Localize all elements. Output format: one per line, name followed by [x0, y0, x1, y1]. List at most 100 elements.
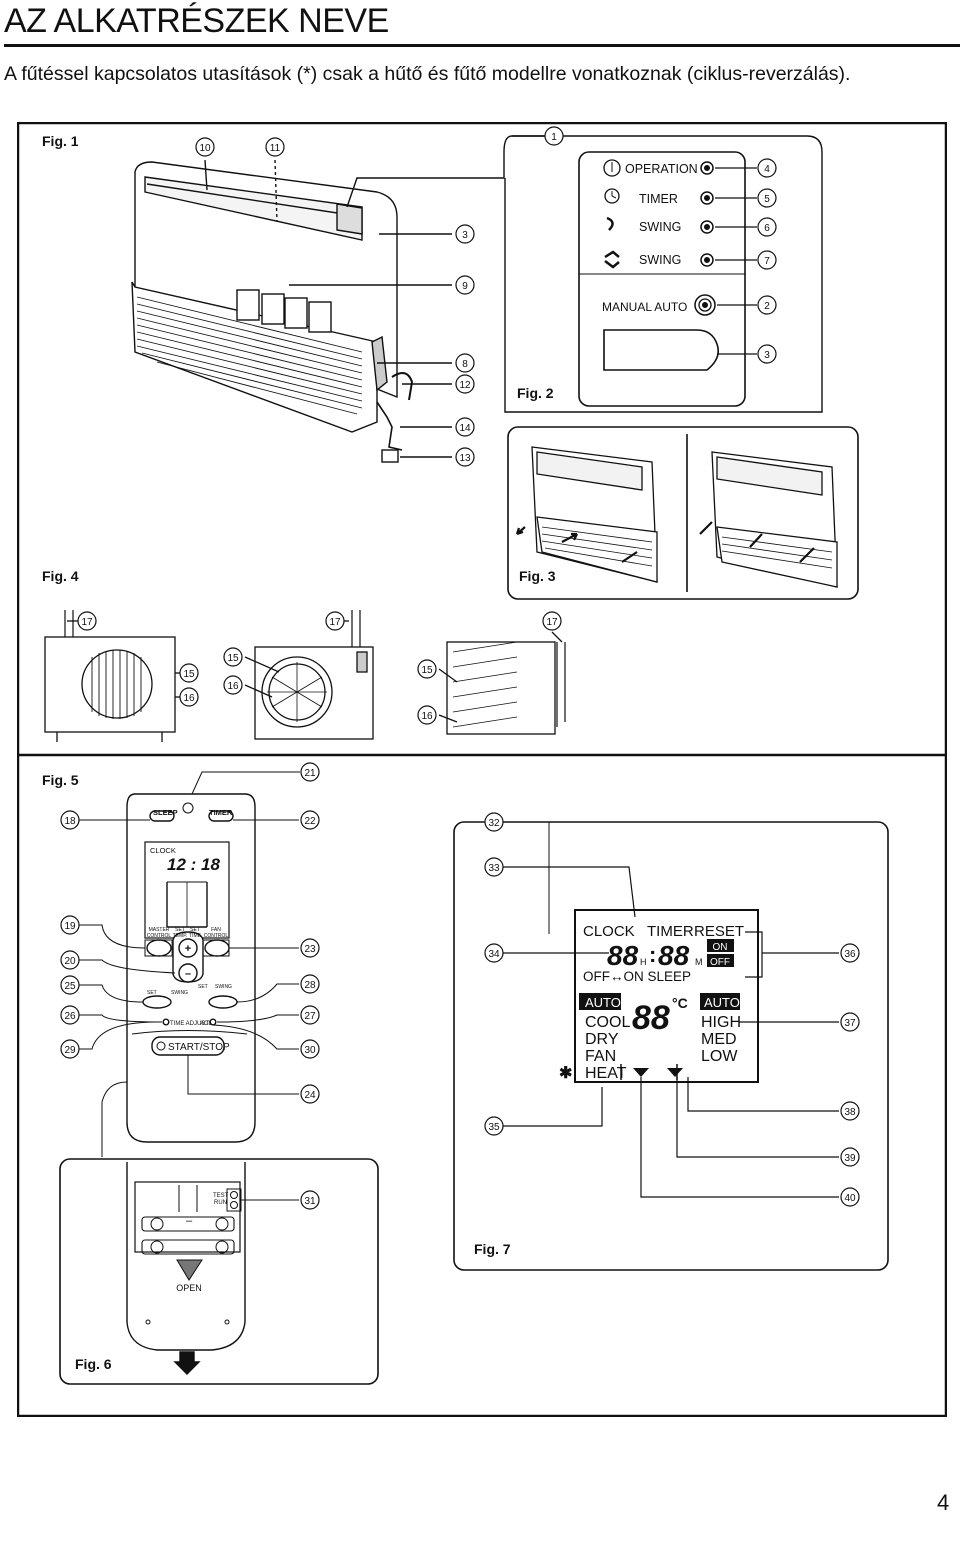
lcd-mode-dry: DRY: [585, 1031, 619, 1048]
callout-16b: 16: [227, 681, 239, 692]
lcd-mode-fan: FAN: [585, 1048, 616, 1065]
callout-16c: 16: [421, 711, 433, 722]
callout-23: 23: [304, 944, 316, 955]
lcd-fan-auto: AUTO: [704, 995, 740, 1010]
callout-22: 22: [304, 816, 316, 827]
outdoor-units-drawing: [44, 610, 566, 742]
operation-label: OPERATION: [625, 162, 698, 176]
callout-37: 37: [844, 1018, 856, 1029]
callout-10: 10: [199, 143, 211, 154]
callout-28: 28: [304, 980, 316, 991]
callout-3: 3: [462, 230, 468, 241]
callout-numbers: 1 4 5 6 7 2 3 10 11 3 9 8 12 14 13 17 17…: [64, 132, 856, 1207]
fig4-caption: Fig. 4: [42, 568, 79, 584]
callout-35: 35: [488, 1122, 500, 1133]
callout-33: 33: [488, 863, 500, 874]
remote-plus-button[interactable]: +: [185, 943, 191, 955]
callout-7: 7: [764, 256, 770, 267]
callout-38: 38: [844, 1107, 856, 1118]
callout-40: 40: [844, 1193, 856, 1204]
lcd-celsius: °C: [672, 995, 688, 1011]
remote-swing-label: SWING: [171, 990, 188, 996]
remote-minus-button[interactable]: –: [185, 968, 191, 980]
lcd-off-indicator: OFF: [710, 957, 730, 968]
lcd-mode-auto: AUTO: [585, 995, 621, 1010]
remote-master-control-2: CONTROL: [147, 933, 172, 939]
callout-27: 27: [304, 1011, 316, 1022]
callout-15c: 15: [421, 665, 433, 676]
remote-fan-control-1: FAN: [211, 927, 221, 933]
lcd-timer: TIMER: [647, 923, 694, 940]
lcd-temp-digits: 88: [632, 999, 670, 1037]
callout-11: 11: [270, 143, 281, 154]
lcd-off-on-sleep: OFF↔ON SLEEP: [583, 969, 691, 984]
callout-6: 6: [764, 223, 770, 234]
page-subtitle: A fűtéssel kapcsolatos utasítások (*) cs…: [4, 56, 934, 92]
callout-9: 9: [462, 281, 468, 292]
title-rule: [4, 44, 960, 47]
callout-39: 39: [844, 1153, 856, 1164]
outer-border: [17, 122, 947, 1417]
lcd-h: H: [640, 957, 647, 967]
parts-illustration: OPERATION TIMER SWING SWING MANUAL AUTO: [17, 122, 947, 1417]
remote-fan-control-2: CONTROL: [204, 933, 229, 939]
remote-acl-label: ACL: [200, 1021, 212, 1027]
callout-circles: [60, 126, 860, 1210]
heat-asterisk: ✱: [559, 1065, 572, 1082]
callout-12: 12: [459, 380, 471, 391]
remote-start-stop-button[interactable]: START/STOP: [168, 1042, 230, 1053]
label-layer: Fig. 1 Fig. 2 Fig. 3 Fig. 4 Fig. 5 Fig. …: [42, 132, 856, 1372]
callout-30: 30: [304, 1045, 316, 1056]
remote-set-label: SET: [147, 990, 157, 996]
callout-36: 36: [844, 949, 856, 960]
callout-15a: 15: [183, 669, 195, 680]
remote-master-control-1: MASTER: [149, 927, 170, 933]
lcd-hour-digits: 88: [607, 940, 639, 971]
lcd-fan-med: MED: [701, 1031, 737, 1048]
remote-set-time-2: TIME: [189, 933, 202, 939]
swing-vertical-label: SWING: [639, 220, 681, 234]
fig7-caption: Fig. 7: [474, 1241, 511, 1257]
callout-26: 26: [64, 1011, 76, 1022]
remote-timer-label: TIMER: [209, 808, 233, 817]
callout-17c: 17: [546, 617, 558, 628]
lcd-colon: :: [649, 942, 656, 967]
callout-20: 20: [64, 956, 76, 967]
callout-5: 5: [764, 194, 770, 205]
remote-swing2-label: SWING: [215, 984, 232, 990]
battery-minus-1: –: [186, 1215, 193, 1227]
lcd-fan-high: HIGH: [701, 1014, 741, 1031]
callout-17a: 17: [81, 617, 93, 628]
remote-time-adjust-label: TIME ADJUST: [170, 1021, 209, 1027]
remote-sleep-label: SLEEP: [153, 808, 178, 817]
lcd-on-indicator: ON: [713, 942, 728, 953]
figure-frame: OPERATION TIMER SWING SWING MANUAL AUTO: [17, 122, 947, 1417]
battery-compartment: –: [59, 1158, 379, 1385]
remote-time-display: 12 : 18: [167, 855, 220, 874]
lcd-fan-low: LOW: [701, 1048, 738, 1065]
lcd-m: M: [695, 957, 703, 967]
remote-set2-label: SET: [198, 984, 208, 990]
callout-19: 19: [64, 921, 76, 932]
callout-1: 1: [551, 132, 557, 143]
page-number: 4: [937, 1490, 950, 1515]
lcd-display-figure: [453, 821, 889, 1271]
callout-24: 24: [304, 1090, 316, 1101]
lcd-clock: CLOCK: [583, 923, 635, 940]
test-run-label-1: TEST: [213, 1193, 229, 1199]
callout-17b: 17: [329, 617, 341, 628]
manual-auto-label: MANUAL AUTO: [602, 300, 687, 314]
callout-25: 25: [64, 981, 76, 992]
lcd-mode-cool: COOL: [585, 1014, 630, 1031]
callout-29: 29: [64, 1045, 76, 1056]
test-run-label-2: RUN: [214, 1200, 227, 1206]
callout-18: 18: [64, 816, 76, 827]
fig5-caption: Fig. 5: [42, 772, 79, 788]
callout-8: 8: [462, 359, 468, 370]
callout-15b: 15: [227, 653, 239, 664]
callout-3b: 3: [764, 350, 770, 361]
battery-open-label: OPEN: [176, 1283, 202, 1293]
fig3-caption: Fig. 3: [519, 568, 556, 584]
remote-set-time-1: SET: [190, 927, 200, 933]
callout-4: 4: [764, 164, 770, 175]
